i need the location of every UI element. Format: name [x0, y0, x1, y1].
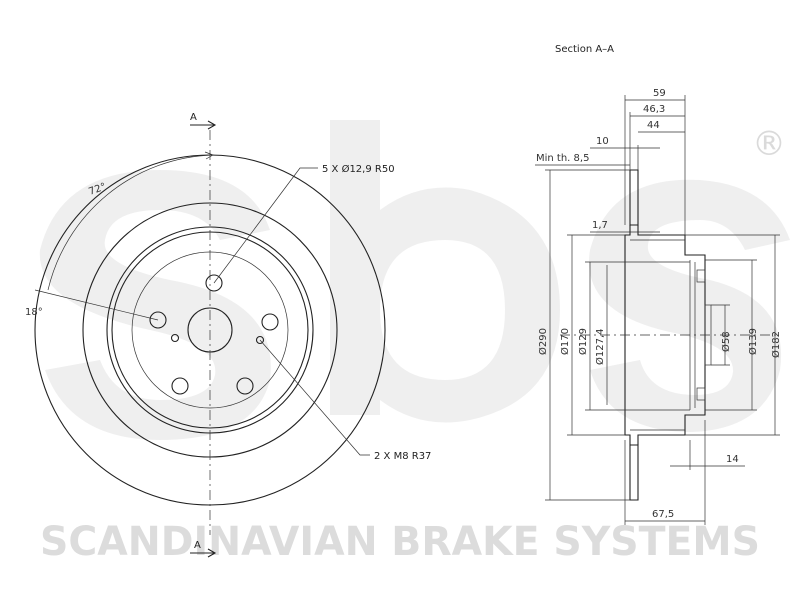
- dim-dia-58: Ø58: [720, 331, 732, 352]
- brand-watermark-text: SCANDINAVIAN BRAKE SYSTEMS: [40, 519, 760, 565]
- dim-dia-182: Ø182: [770, 331, 782, 358]
- bolt-hole: [261, 313, 279, 331]
- dim-1-7: 1,7: [592, 220, 608, 231]
- thread-hole: [255, 335, 265, 345]
- dim-dia-129: Ø129: [577, 328, 589, 355]
- front-view: A A 72° 18° 5 X Ø12,9 R50 2 X M8 R37: [25, 112, 431, 558]
- sbs-logo-watermark: [39, 120, 790, 440]
- dim-46-3: 46,3: [643, 104, 665, 115]
- bolt-hole: [149, 311, 167, 329]
- section-marker-bottom: A: [194, 540, 201, 551]
- bolt-callout: 5 X Ø12,9 R50: [322, 163, 395, 175]
- thread-callout: 2 X M8 R37: [374, 451, 431, 462]
- dim-14: 14: [726, 454, 739, 465]
- angle-arc-72: [47, 154, 214, 291]
- dim-dia-139: Ø139: [747, 328, 759, 355]
- dim-dia-170: Ø170: [559, 328, 571, 355]
- dim-59: 59: [653, 88, 666, 99]
- dim-10: 10: [596, 136, 609, 147]
- dim-44: 44: [647, 120, 660, 131]
- thread-hole: [170, 333, 180, 343]
- dim-dia-290: Ø290: [537, 328, 549, 355]
- bolt-holes: [149, 274, 279, 395]
- dim-min-thickness: Min th. 8,5: [536, 153, 589, 164]
- section-view: Section A–A 59 46,3 44: [535, 44, 782, 525]
- thread-callout-leader: [259, 339, 370, 456]
- bolt-callout-leader: [213, 167, 318, 284]
- section-marker-top: A: [190, 112, 197, 123]
- dim-dia-127-4: Ø127,4: [594, 329, 606, 366]
- dim-67-5: 67,5: [652, 509, 674, 520]
- angle-18-label: 18°: [25, 307, 43, 318]
- section-title: Section A–A: [555, 44, 614, 55]
- disc-profile: [560, 169, 780, 501]
- registered-mark: ®: [752, 124, 786, 164]
- bolt-hole: [205, 274, 223, 292]
- bolt-hole: [171, 377, 189, 395]
- bolt-hole: [236, 377, 254, 395]
